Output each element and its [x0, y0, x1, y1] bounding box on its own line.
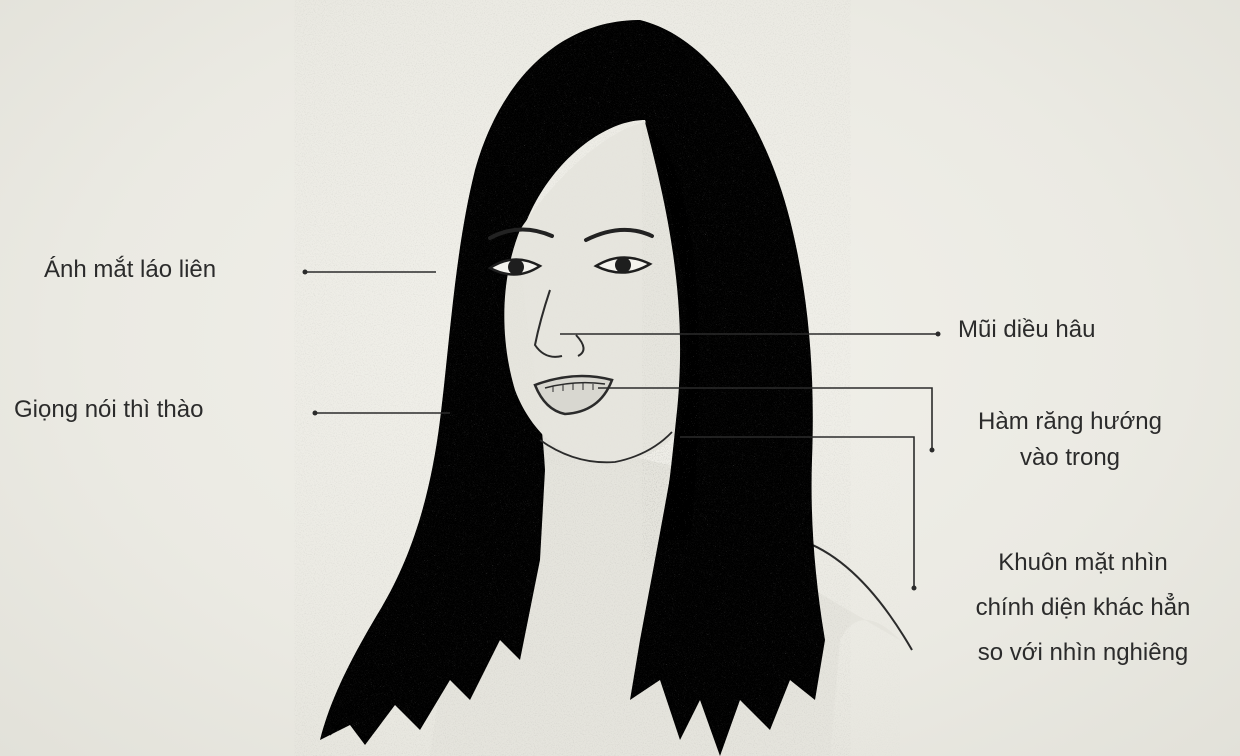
- leader-line-voice: [313, 411, 451, 416]
- label-teeth-line2: vào trong: [950, 440, 1190, 476]
- label-teeth-line1: Hàm răng hướng: [950, 404, 1190, 440]
- label-nose: Mũi diều hâu: [958, 312, 1095, 348]
- label-face-line1: Khuôn mặt nhìn: [930, 540, 1236, 585]
- label-face: Khuôn mặt nhìn chính diện khác hẳn so vớ…: [930, 540, 1236, 675]
- label-face-line3: so với nhìn nghiêng: [930, 630, 1236, 675]
- label-voice: Giọng nói thì thào: [14, 392, 203, 428]
- label-teeth: Hàm răng hướng vào trong: [950, 404, 1190, 476]
- label-face-line2: chính diện khác hẳn: [930, 585, 1236, 630]
- label-eyes: Ánh mắt láo liên: [44, 252, 216, 288]
- leader-line-eyes: [303, 270, 437, 275]
